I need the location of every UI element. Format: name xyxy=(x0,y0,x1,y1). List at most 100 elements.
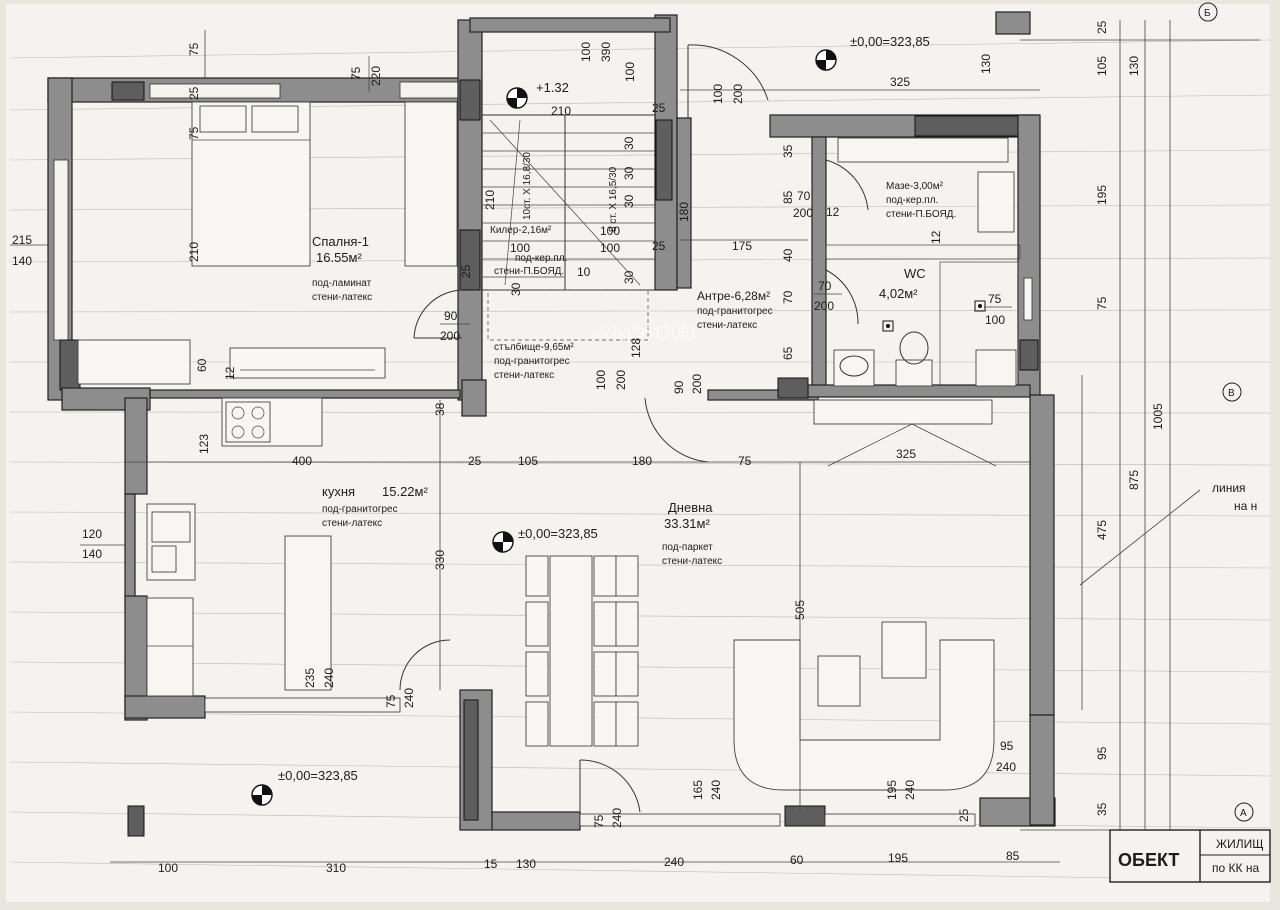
svg-text:70: 70 xyxy=(797,189,811,203)
level-marker-icon xyxy=(251,784,273,806)
svg-text:100: 100 xyxy=(579,42,593,62)
svg-text:30: 30 xyxy=(622,194,636,208)
svg-text:75: 75 xyxy=(988,292,1002,306)
room-pantry-name: Килер-2,16м² xyxy=(490,225,552,236)
svg-text:140: 140 xyxy=(82,547,102,561)
svg-text:15: 15 xyxy=(484,857,498,871)
svg-text:30: 30 xyxy=(622,270,636,284)
svg-text:240: 240 xyxy=(402,688,416,708)
svg-text:475: 475 xyxy=(1095,520,1109,540)
svg-text:330: 330 xyxy=(433,550,447,570)
svg-text:100: 100 xyxy=(985,313,1005,327)
svg-text:175: 175 xyxy=(732,239,752,253)
room-hall-floor: под-гранитогрес xyxy=(697,306,773,317)
svg-text:75: 75 xyxy=(384,694,398,708)
level-top: ±0,00=323,85 xyxy=(850,34,930,49)
level-marker-icon xyxy=(506,87,528,109)
svg-text:75: 75 xyxy=(349,66,363,80)
svg-text:130: 130 xyxy=(1127,56,1141,76)
svg-text:165: 165 xyxy=(691,780,705,800)
room-living-area: 33.31м² xyxy=(664,516,710,531)
svg-text:90: 90 xyxy=(672,380,686,394)
svg-text:95: 95 xyxy=(1000,739,1014,753)
svg-text:105: 105 xyxy=(1095,56,1109,76)
room-kitchen-name: кухня xyxy=(322,484,355,499)
room-hall-name: Антре-6,28м² xyxy=(697,289,770,303)
dimension-values: 75 25 75 210 60 12 210 210 100 25 325 13… xyxy=(158,20,1165,875)
svg-text:70: 70 xyxy=(781,290,795,304)
svg-text:215: 215 xyxy=(12,233,32,247)
svg-text:100: 100 xyxy=(510,241,530,255)
svg-text:240: 240 xyxy=(903,780,917,800)
svg-text:100: 100 xyxy=(158,861,178,875)
svg-text:325: 325 xyxy=(896,447,916,461)
title-block xyxy=(1109,829,1271,883)
svg-text:1005: 1005 xyxy=(1151,403,1165,430)
svg-text:310: 310 xyxy=(326,861,346,875)
svg-text:875: 875 xyxy=(1127,470,1141,490)
room-bedroom-area: 16.55м² xyxy=(316,250,362,265)
room-stairwell-name: стълбище-9,65м² xyxy=(494,341,574,353)
stair-flight-2: 8 ст. Х 16,5/30 xyxy=(608,166,619,232)
level-bottom: ±0,00=323,85 xyxy=(278,768,358,783)
floor-drain-icon xyxy=(974,300,986,312)
svg-text:240: 240 xyxy=(664,855,684,869)
room-stairwell-walls: стени-латекс xyxy=(494,370,554,381)
svg-text:100: 100 xyxy=(623,62,637,82)
svg-text:100: 100 xyxy=(600,241,620,255)
level-markers xyxy=(251,49,986,806)
svg-text:35: 35 xyxy=(781,144,795,158)
furniture xyxy=(77,101,1033,791)
svg-text:40: 40 xyxy=(781,248,795,262)
room-kitchen-walls: стени-латекс xyxy=(322,518,382,529)
svg-text:505: 505 xyxy=(793,600,807,620)
svg-text:120: 120 xyxy=(82,527,102,541)
room-kitchen-area: 15.22м² xyxy=(382,484,428,499)
svg-text:235: 235 xyxy=(303,668,317,688)
title-block-line-1: ЖИЛИЩ xyxy=(1216,837,1263,851)
staircase xyxy=(482,114,655,341)
svg-text:195: 195 xyxy=(888,851,908,865)
walls xyxy=(47,11,1056,837)
room-pantry-floor: под-кер.пл. xyxy=(515,253,567,264)
stair-flight-1: 10ст. Х 16,8/30 xyxy=(522,152,533,220)
svg-text:325: 325 xyxy=(890,75,910,89)
sofa xyxy=(733,639,995,791)
axis-label-b: Б xyxy=(1204,8,1211,19)
svg-text:95: 95 xyxy=(1095,746,1109,760)
room-bedroom-floor: под-ламинат xyxy=(312,278,372,289)
room-storage-walls: стени-П.БОЯД. xyxy=(886,209,956,220)
svg-text:90: 90 xyxy=(444,309,458,323)
svg-text:65: 65 xyxy=(781,346,795,360)
title-block-object: ОБЕКТ xyxy=(1118,850,1179,870)
svg-text:75: 75 xyxy=(187,126,201,140)
axis-label-a: А xyxy=(1240,808,1247,819)
room-storage-name: Мазе-3,00м² xyxy=(886,181,944,192)
svg-text:200: 200 xyxy=(814,299,834,313)
svg-text:200: 200 xyxy=(731,84,745,104)
svg-text:70: 70 xyxy=(818,279,832,293)
opening-labels: 75 220 215 140 90 200 100 390 100 200 90… xyxy=(12,42,1016,828)
svg-text:100: 100 xyxy=(711,84,725,104)
svg-text:25: 25 xyxy=(459,264,473,278)
dining-table xyxy=(549,555,593,747)
door-swings xyxy=(399,44,869,813)
svg-text:75: 75 xyxy=(738,454,752,468)
svg-text:25: 25 xyxy=(468,454,482,468)
svg-text:38: 38 xyxy=(433,402,447,416)
svg-text:195: 195 xyxy=(1095,185,1109,205)
svg-text:130: 130 xyxy=(516,857,536,871)
svg-text:25: 25 xyxy=(187,86,201,100)
svg-text:210: 210 xyxy=(483,190,497,210)
svg-text:210: 210 xyxy=(551,104,571,118)
room-pantry-walls: стени-П.БОЯД. xyxy=(494,266,564,277)
floor-drain-icon xyxy=(882,320,894,332)
axis-markers xyxy=(1198,2,1254,822)
svg-text:220: 220 xyxy=(369,66,383,86)
title-block-line-2: по КК на xyxy=(1212,861,1259,875)
level-marker-icon xyxy=(815,49,837,71)
svg-text:240: 240 xyxy=(610,808,624,828)
svg-text:240: 240 xyxy=(996,760,1016,774)
svg-text:240: 240 xyxy=(322,668,336,688)
